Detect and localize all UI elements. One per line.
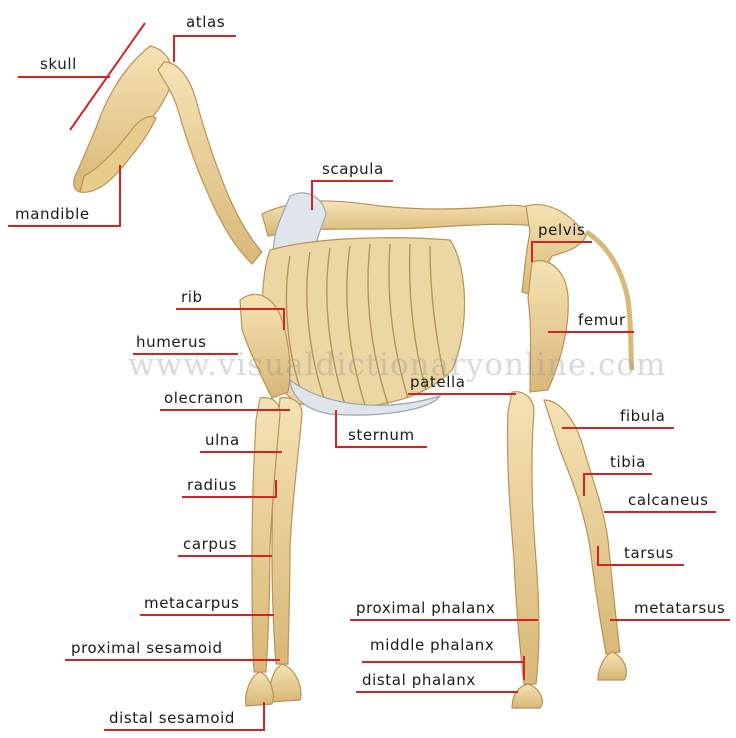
label-middle-phalanx: middle phalanx bbox=[370, 636, 494, 654]
label-ulna: ulna bbox=[205, 431, 240, 449]
fore-hoof-rear bbox=[246, 672, 274, 706]
label-pelvis: pelvis bbox=[538, 221, 585, 239]
label-metatarsus: metatarsus bbox=[634, 599, 725, 617]
label-fibula: fibula bbox=[620, 407, 665, 425]
label-humerus: humerus bbox=[136, 333, 207, 351]
label-radius: radius bbox=[187, 476, 237, 494]
label-proximal-phalanx: proximal phalanx bbox=[356, 599, 495, 617]
label-sternum: sternum bbox=[348, 426, 415, 444]
label-patella: patella bbox=[410, 373, 466, 391]
hindleg-front bbox=[507, 392, 539, 684]
label-tarsus: tarsus bbox=[624, 544, 674, 562]
label-calcaneus: calcaneus bbox=[628, 491, 709, 509]
hind-hoof-rear bbox=[598, 652, 626, 680]
label-skull: skull bbox=[40, 55, 77, 73]
label-carpus: carpus bbox=[183, 535, 237, 553]
label-proximal-sesamoid: proximal sesamoid bbox=[71, 639, 223, 657]
cervical-vertebrae bbox=[158, 62, 262, 264]
hindleg-rear bbox=[544, 400, 620, 654]
leader-atlas bbox=[174, 36, 236, 62]
label-rib: rib bbox=[181, 288, 203, 306]
label-mandible: mandible bbox=[15, 205, 90, 223]
label-atlas: atlas bbox=[186, 13, 225, 31]
label-scapula: scapula bbox=[322, 160, 384, 178]
label-tibia: tibia bbox=[610, 453, 646, 471]
watermark: www.visualdictionaryonline.com bbox=[128, 347, 666, 383]
skull-bone bbox=[74, 46, 173, 192]
fore-hoof-front bbox=[270, 664, 302, 702]
label-distal-sesamoid: distal sesamoid bbox=[109, 709, 235, 727]
label-metacarpus: metacarpus bbox=[144, 594, 239, 612]
hind-hoof-front bbox=[512, 684, 542, 708]
label-olecranon: olecranon bbox=[164, 389, 244, 407]
label-distal-phalanx: distal phalanx bbox=[362, 671, 476, 689]
label-femur: femur bbox=[578, 311, 626, 329]
